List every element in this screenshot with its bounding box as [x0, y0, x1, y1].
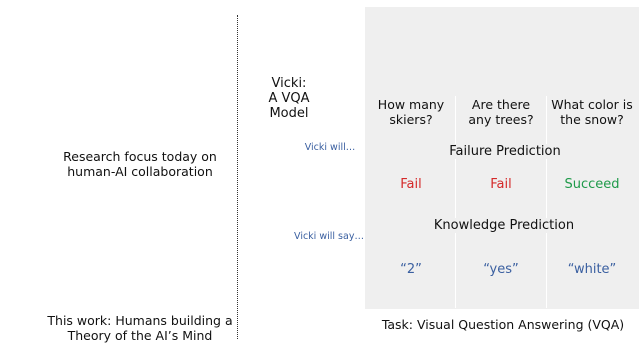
question-2-line2: any trees? [468, 112, 534, 127]
knowledge-prediction-label: Knowledge Prediction [420, 218, 588, 233]
knowledge-prediction-3: “white” [567, 262, 617, 277]
speech-bubble-text-2: Vicki will say… [294, 231, 364, 242]
failure-prediction-3: Succeed [564, 177, 620, 192]
question-1: How many skiers? [367, 97, 455, 127]
question-2-line1: Are there [471, 97, 531, 112]
column-divider [546, 96, 547, 308]
caption-bottom-line2: Theory of the AI’s Mind [67, 328, 213, 343]
failure-prediction-label: Failure Prediction [430, 144, 580, 159]
question-3-line1: What color is [551, 97, 633, 112]
caption-bottom-line1: This work: Humans building a [47, 313, 233, 328]
knowledge-prediction-1: “2” [400, 262, 422, 277]
vicki-title-line2: A VQA Model [268, 91, 310, 121]
section-divider [237, 15, 238, 339]
caption-top-line2: human-AI collaboration [67, 164, 213, 179]
knowledge-prediction-2: “yes” [483, 262, 519, 277]
task-caption: Task: Visual Question Answering (VQA) [381, 317, 625, 332]
caption-top-line1: Research focus today on [63, 149, 217, 164]
speech-bubble-text-1: Vicki will… [304, 142, 356, 153]
failure-prediction-2: Fail [490, 177, 512, 192]
failure-prediction-1: Fail [400, 177, 422, 192]
question-2: Are there any trees? [457, 97, 545, 127]
question-1-line2: skiers? [389, 112, 433, 127]
question-3: What color is the snow? [548, 97, 636, 127]
vicki-title-line1: Vicki: [271, 76, 307, 91]
question-3-line2: the snow? [560, 112, 624, 127]
question-1-line1: How many [377, 97, 445, 112]
column-divider [455, 96, 456, 308]
